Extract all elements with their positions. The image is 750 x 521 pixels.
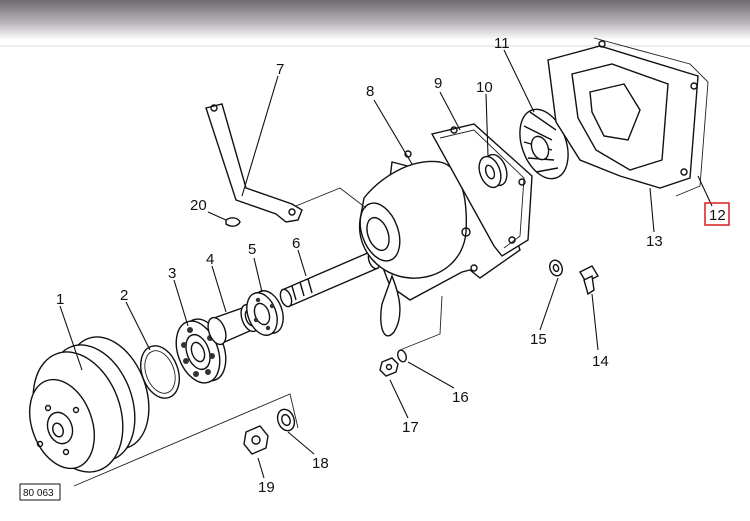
part-label-5: 5 (248, 241, 256, 258)
small-pin (225, 217, 241, 227)
part-label-18: 18 (312, 455, 329, 472)
part-label-1: 1 (56, 291, 64, 308)
second-bearing (246, 290, 284, 336)
washer-18 (276, 408, 296, 432)
pump-housing (358, 150, 521, 337)
part-label-15: 15 (530, 331, 547, 348)
pump-shaft (279, 250, 381, 308)
nut-17 (379, 357, 399, 377)
leader-lines (59, 49, 713, 479)
spacer-sleeve (207, 303, 260, 346)
part-label-13: 13 (646, 233, 663, 250)
bolt-14 (579, 265, 599, 296)
part-label-2: 2 (120, 287, 128, 304)
bracket-arm (205, 103, 303, 223)
part-label-19: 19 (258, 479, 275, 496)
scan-shadow (0, 0, 750, 40)
nut-19 (243, 425, 269, 455)
part-label-12: 12 (709, 207, 726, 224)
part-label-4: 4 (206, 251, 214, 268)
shaft-seal (478, 153, 508, 189)
pump-cover (547, 37, 709, 197)
assembly-bracket-lines (73, 187, 443, 487)
part-labels: 1 2 3 4 5 6 7 8 9 10 11 12 13 14 15 16 1… (56, 35, 730, 496)
figure-code: 80 063 (19, 483, 61, 501)
part-12-highlight-box (704, 202, 730, 226)
part-label-9: 9 (434, 75, 442, 92)
part-label-20: 20 (190, 197, 207, 214)
gasket-plate (430, 123, 533, 257)
circlip (140, 345, 180, 399)
part-label-7: 7 (276, 61, 284, 78)
part-label-11: 11 (494, 35, 510, 52)
part-label-17: 17 (402, 419, 419, 436)
washer-16 (397, 349, 407, 363)
pulley (29, 336, 150, 473)
part-label-16: 16 (452, 389, 469, 406)
part-label-6: 6 (292, 235, 300, 252)
washer-15 (549, 259, 563, 277)
part-label-3: 3 (168, 265, 176, 282)
figure-code-text: 80 063 (23, 488, 54, 499)
part-label-8: 8 (366, 83, 374, 100)
part-label-14: 14 (592, 353, 609, 370)
part-label-10: 10 (476, 79, 493, 96)
figure-code-box (19, 483, 61, 501)
